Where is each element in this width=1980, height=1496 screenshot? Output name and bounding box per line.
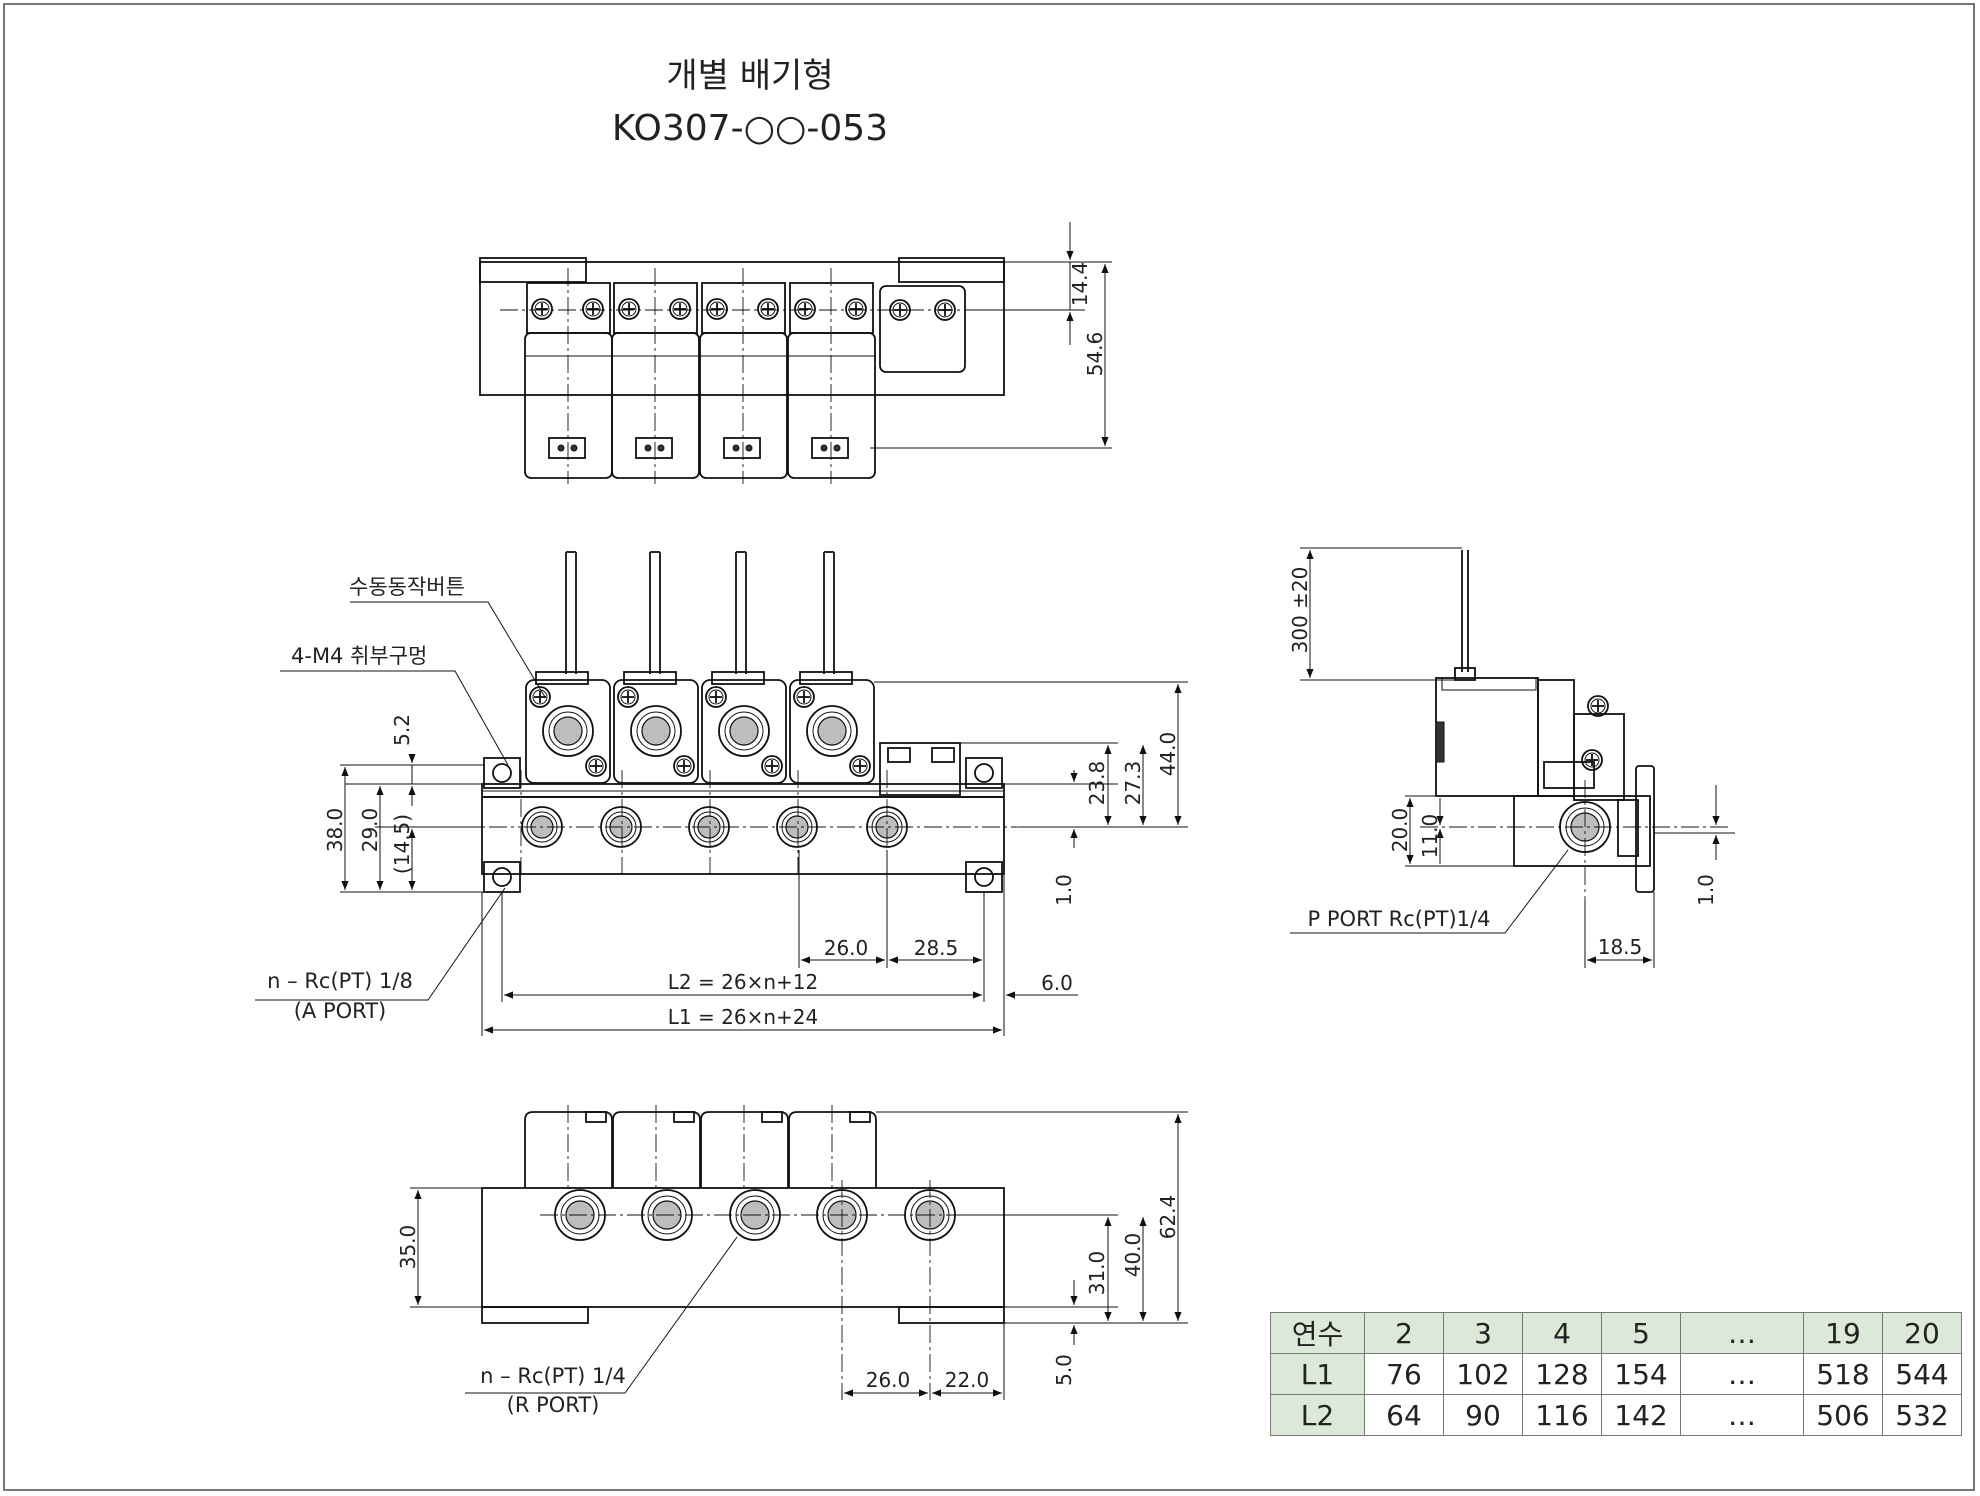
bottom-view-valves xyxy=(524,1105,877,1188)
mount-hole-label: 4-M4 취부구멍 xyxy=(291,644,427,668)
table-header-label: 연수 xyxy=(1270,1312,1365,1354)
dim-6-0: 6.0 xyxy=(1041,971,1073,995)
table-row: L2 64 90 116 142 … 506 532 xyxy=(1270,1394,1962,1436)
manual-button-label: 수동동작버튼 xyxy=(349,575,465,599)
side-view: 300 ±20 20.0 11.0 1.0 18.5 P PORT Rc(PT)… xyxy=(1288,547,1735,968)
p-port-label: P PORT Rc(PT)1/4 xyxy=(1308,907,1491,931)
a-port-label: n – Rc(PT) 1/8 xyxy=(267,969,413,993)
table-cell: 64 xyxy=(1364,1394,1444,1436)
table-cell: … xyxy=(1680,1394,1804,1436)
table-cell: … xyxy=(1680,1353,1804,1395)
dim-5-2: 5.2 xyxy=(390,714,414,746)
table-cell: 532 xyxy=(1882,1394,1962,1436)
table-header-cell: 5 xyxy=(1601,1312,1681,1354)
table-cell: 90 xyxy=(1443,1394,1523,1436)
dim-26-0-front: 26.0 xyxy=(824,936,869,960)
top-view-valves xyxy=(524,268,876,484)
dim-31-0: 31.0 xyxy=(1085,1251,1109,1296)
table-header-cell: 2 xyxy=(1364,1312,1444,1354)
table-header-cell: … xyxy=(1680,1312,1804,1354)
drawing-border xyxy=(3,3,1975,1491)
length-table: 연수 2 3 4 5 … 19 20 L1 76 102 128 154 … 5… xyxy=(1270,1312,1962,1436)
a-port-sublabel: (A PORT) xyxy=(294,999,387,1023)
dim-11-0: 11.0 xyxy=(1418,814,1442,859)
dim-35-0: 35.0 xyxy=(396,1225,420,1270)
r-port-sublabel: (R PORT) xyxy=(507,1393,600,1417)
dim-26-0-bottom: 26.0 xyxy=(866,1368,911,1392)
model-number: KO307-○○-053 xyxy=(611,108,889,149)
dim-38-0: 38.0 xyxy=(323,808,347,853)
dim-14-4: 14.4 xyxy=(1068,262,1092,307)
dim-29-0: 29.0 xyxy=(358,808,382,853)
table-header-cell: 19 xyxy=(1803,1312,1883,1354)
table-cell: 154 xyxy=(1601,1353,1681,1395)
table-row-label: L1 xyxy=(1270,1353,1365,1395)
table-header-cell: 20 xyxy=(1882,1312,1962,1354)
bottom-view: 35.0 31.0 40.0 62.4 5.0 26.0 22.0 n – Rc… xyxy=(396,1105,1188,1417)
table-cell: 518 xyxy=(1803,1353,1883,1395)
table-header-cell: 3 xyxy=(1443,1312,1523,1354)
table-row: L1 76 102 128 154 … 518 544 xyxy=(1270,1353,1962,1395)
front-view: 5.2 38.0 29.0 (14.5) 23.8 27.3 44.0 1.0 xyxy=(255,551,1188,1036)
dim-22-0: 22.0 xyxy=(945,1368,990,1392)
table-cell: 102 xyxy=(1443,1353,1523,1395)
dim-44-0: 44.0 xyxy=(1156,732,1180,777)
dim-1-0-side: 1.0 xyxy=(1694,874,1718,906)
r-port-label: n – Rc(PT) 1/4 xyxy=(480,1364,626,1388)
dim-27-3: 27.3 xyxy=(1121,761,1145,806)
dim-40-0: 40.0 xyxy=(1121,1233,1145,1278)
dim-5-0: 5.0 xyxy=(1052,1354,1076,1386)
l1-formula: L1 = 26×n+24 xyxy=(668,1005,818,1029)
table-cell: 142 xyxy=(1601,1394,1681,1436)
table-cell: 76 xyxy=(1364,1353,1444,1395)
dim-20-0: 20.0 xyxy=(1388,808,1412,853)
table-cell: 506 xyxy=(1803,1394,1883,1436)
dim-300: 300 ±20 xyxy=(1288,567,1312,654)
table-header-cell: 4 xyxy=(1522,1312,1602,1354)
dim-28-5: 28.5 xyxy=(914,936,959,960)
table-header-row: 연수 2 3 4 5 … 19 20 xyxy=(1270,1312,1962,1354)
table-cell: 544 xyxy=(1882,1353,1962,1395)
dim-23-8: 23.8 xyxy=(1085,761,1109,806)
dim-1-0-front: 1.0 xyxy=(1052,874,1076,906)
dim-54-6: 54.6 xyxy=(1083,332,1107,377)
dim-62-4: 62.4 xyxy=(1156,1195,1180,1240)
dim-18-5: 18.5 xyxy=(1598,935,1643,959)
drawing-title: 개별 배기형 xyxy=(666,56,834,96)
table-cell: 128 xyxy=(1522,1353,1602,1395)
dim-14-5: (14.5) xyxy=(390,814,414,874)
top-view: 14.4 54.6 xyxy=(479,222,1112,484)
l2-formula: L2 = 26×n+12 xyxy=(668,970,818,994)
front-view-valves xyxy=(521,551,908,848)
table-cell: 116 xyxy=(1522,1394,1602,1436)
table-row-label: L2 xyxy=(1270,1394,1365,1436)
